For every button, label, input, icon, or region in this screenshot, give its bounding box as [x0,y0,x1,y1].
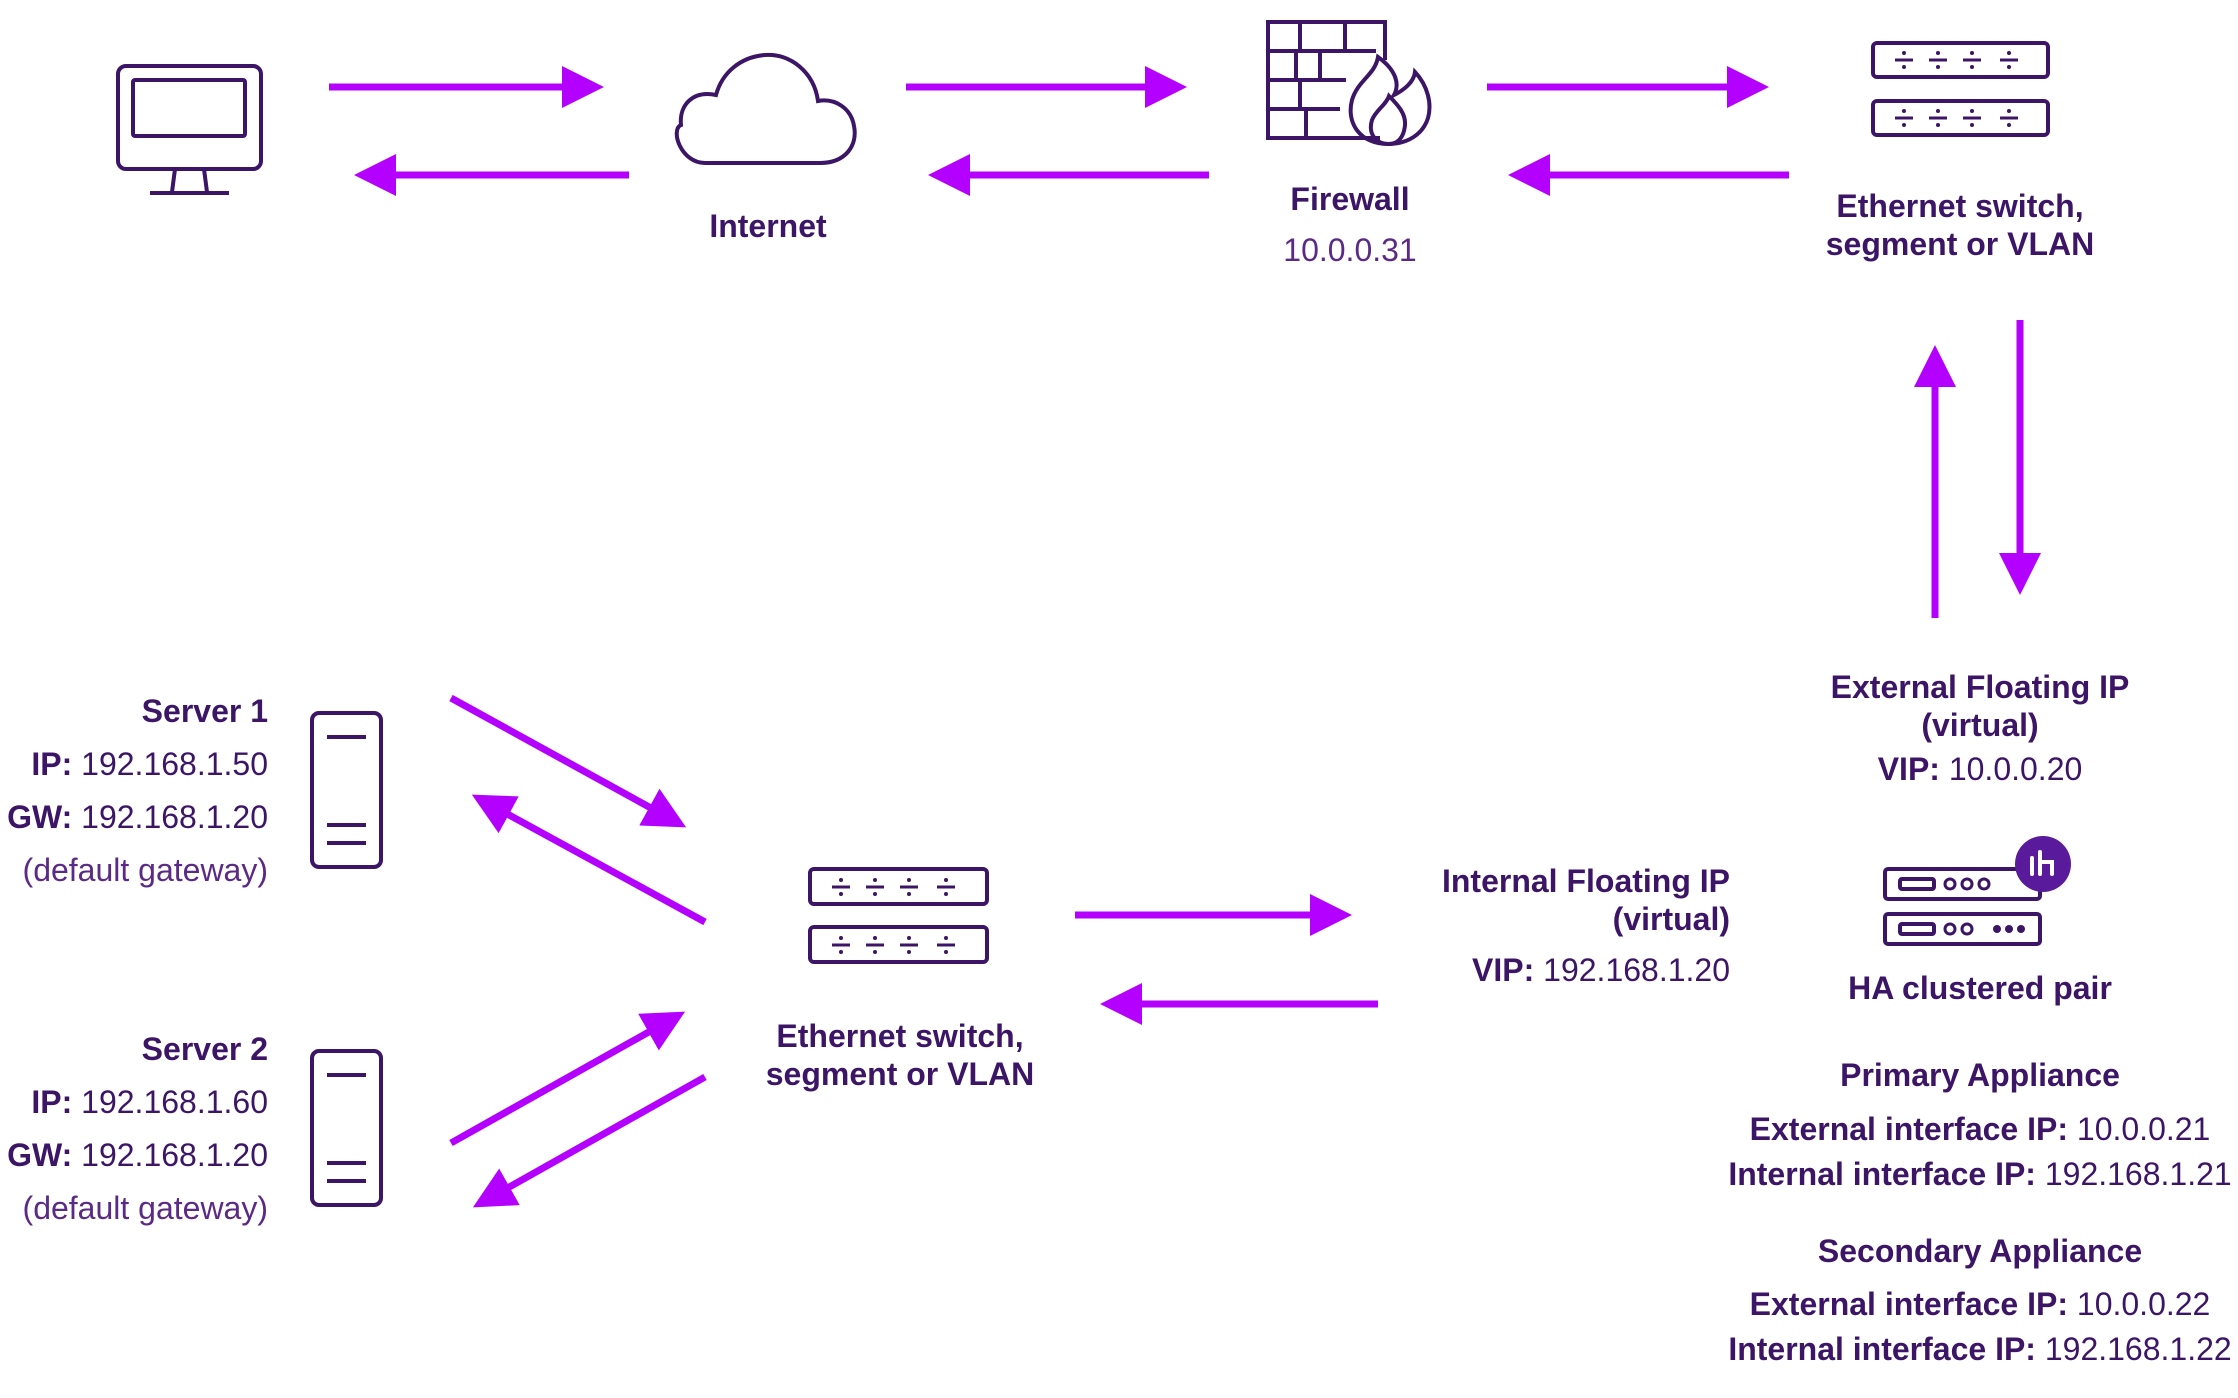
switch-icon [1871,41,2050,137]
server2-name: Server 2 [141,1031,268,1067]
firewall-label: Firewall [1290,181,1410,217]
server2-gateway-note: (default gateway) [22,1190,268,1226]
external-vip-title: External Floating IP [1830,669,2130,705]
cloud-icon [674,52,857,165]
firewall-icon [1266,20,1432,147]
secondary-appliance-title: Secondary Appliance [1817,1233,2143,1269]
internet-label: Internet [709,208,827,244]
secondary-external-ip: External interface IP: 10.0.0.22 [1749,1286,2211,1322]
server-icon [310,711,383,869]
internal-vip-title: Internal Floating IP [1441,863,1730,899]
internal-vip-subtitle: (virtual) [1612,901,1730,937]
ha-pair-label: HA clustered pair [1848,970,2112,1006]
server-icon [310,1049,383,1207]
arrow-server1-to-switch [449,694,687,828]
switch-bottom-label-line1: Ethernet switch, [776,1018,1024,1054]
switch-top-label-line2: segment or VLAN [1825,226,2095,262]
brand-badge-icon [2015,836,2071,892]
monitor-icon [116,64,263,195]
secondary-internal-ip: Internal interface IP: 192.168.1.22 [1728,1331,2232,1367]
primary-internal-ip: Internal interface IP: 192.168.1.21 [1728,1156,2232,1192]
arrow-switch-to-server2 [472,1073,707,1208]
primary-external-ip: External interface IP: 10.0.0.21 [1749,1111,2211,1147]
external-vip-address: VIP: 10.0.0.20 [1877,751,2083,787]
switch-icon [808,867,989,964]
server1-gateway: GW: 192.168.1.20 [7,799,268,835]
server2-gateway: GW: 192.168.1.20 [7,1137,268,1173]
server2-ip: IP: 192.168.1.60 [31,1084,268,1120]
primary-appliance-title: Primary Appliance [1840,1057,2120,1093]
arrow-switch-to-server1 [471,794,707,926]
server1-name: Server 1 [141,693,268,729]
internal-vip-address: VIP: 192.168.1.20 [1472,952,1730,988]
appliance-pair-icon [1883,836,2071,946]
switch-top-label-line1: Ethernet switch, [1836,188,2084,224]
firewall-ip: 10.0.0.31 [1283,232,1417,268]
arrow-server2-to-switch [449,1011,686,1147]
external-vip-subtitle: (virtual) [1921,707,2039,743]
server1-gateway-note: (default gateway) [22,852,268,888]
switch-bottom-label-line2: segment or VLAN [765,1056,1035,1092]
server1-ip: IP: 192.168.1.50 [31,746,268,782]
connection-arrows [329,66,2041,1208]
